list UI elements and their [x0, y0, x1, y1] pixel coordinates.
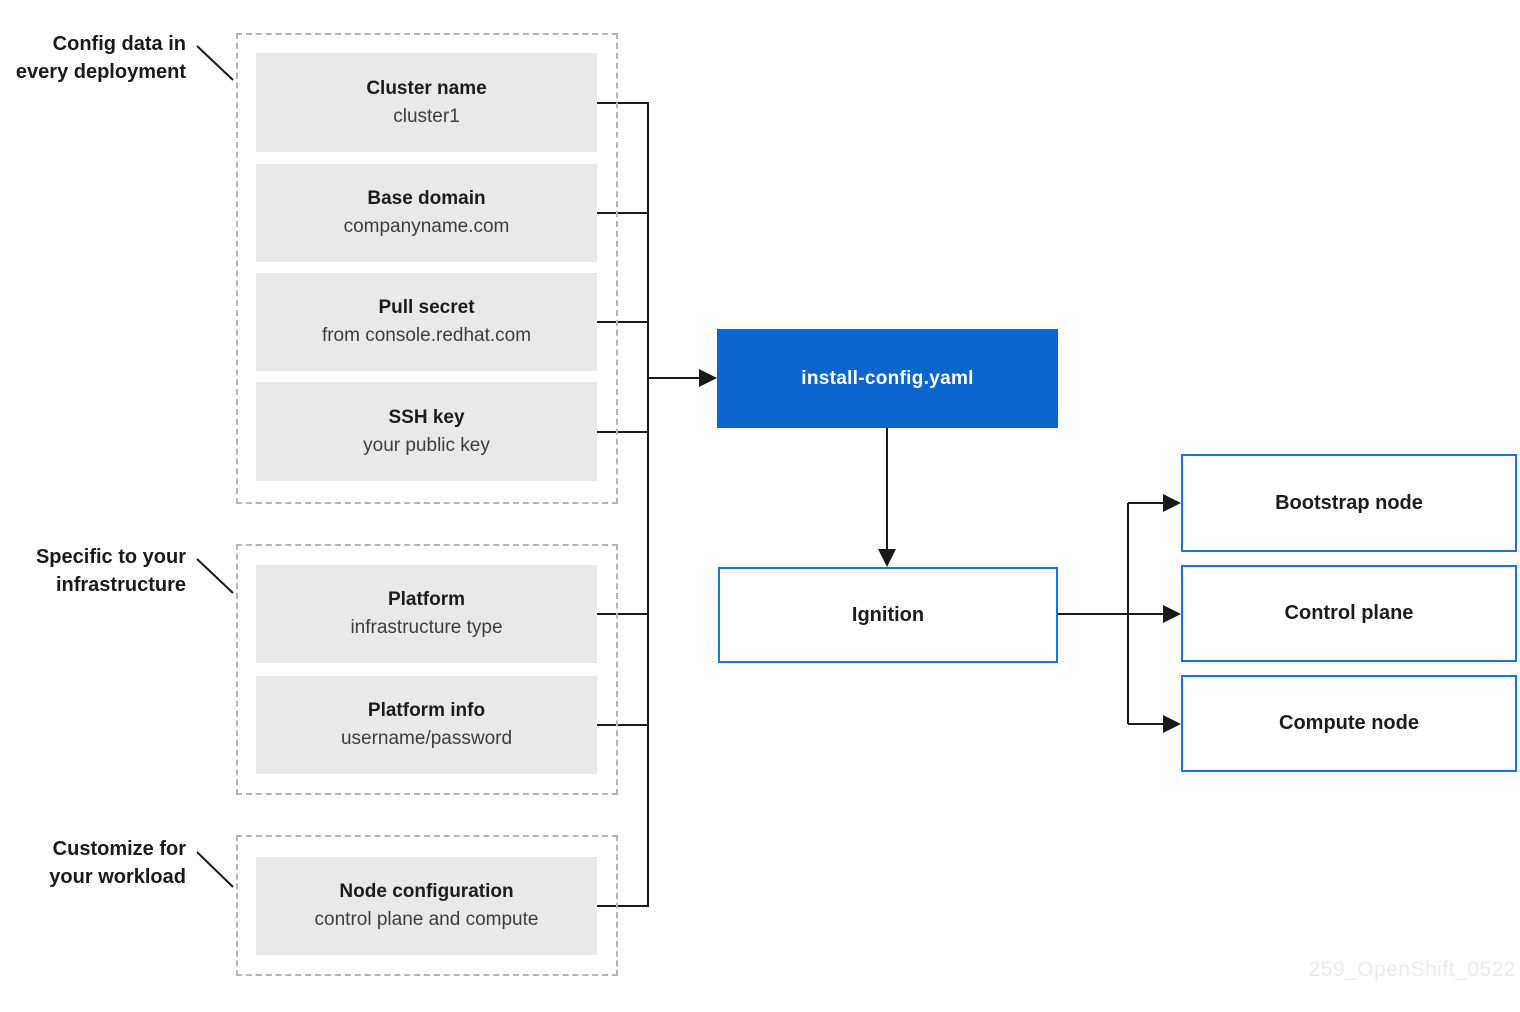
config-box-subtitle: companyname.com — [343, 216, 510, 237]
config-box-platform: Platform infrastructure type — [256, 565, 597, 663]
config-box-title: Platform info — [367, 700, 486, 721]
arrowhead-control-plane — [1163, 605, 1181, 623]
config-box-subtitle: control plane and compute — [314, 909, 539, 930]
node-bootstrap: Bootstrap node — [1181, 454, 1517, 552]
group-workload — [236, 835, 618, 976]
group-label-customize: Customize for your workload — [0, 835, 186, 891]
config-box-pull-secret: Pull secret from console.redhat.com — [256, 273, 597, 371]
group-label-line: Specific to your — [35, 546, 186, 568]
group-label-specific: Specific to your infrastructure — [0, 543, 186, 599]
config-box-title: SSH key — [388, 406, 465, 428]
group-label-config-data: Config data in every deployment — [0, 30, 186, 86]
label-pointer-line-customize — [196, 851, 234, 888]
config-box-title: Node configuration — [339, 881, 514, 902]
config-box-subtitle: cluster1 — [393, 105, 460, 127]
group-infrastructure — [236, 544, 618, 795]
watermark-text: 259_OpenShift_0522 — [1308, 958, 1516, 981]
node-compute: Compute node — [1181, 675, 1517, 772]
config-box-title: Pull secret — [378, 297, 475, 318]
config-box-subtitle: infrastructure type — [350, 617, 503, 638]
label-pointer-line-specific — [196, 558, 234, 594]
config-box-subtitle: username/password — [340, 728, 513, 749]
config-box-title: Cluster name — [366, 77, 487, 99]
arrowhead-compute — [1163, 715, 1181, 733]
group-label-line: Config data in — [52, 33, 186, 55]
node-ignition: Ignition — [718, 567, 1058, 663]
node-control-plane: Control plane — [1181, 565, 1517, 662]
config-box-base-domain: Base domain companyname.com — [256, 164, 597, 262]
config-box-title: Platform — [387, 589, 466, 610]
config-box-title: Base domain — [367, 188, 486, 209]
config-box-cluster-name: Cluster name cluster1 — [256, 53, 597, 152]
arrowhead-ignition — [878, 549, 896, 567]
config-box-ssh-key: SSH key your public key — [256, 382, 597, 481]
group-label-line: every deployment — [15, 61, 186, 83]
group-label-line: Customize for — [52, 838, 186, 860]
group-config-data — [236, 33, 618, 504]
group-label-line: your workload — [49, 866, 186, 888]
group-label-line: infrastructure — [55, 574, 186, 596]
node-install-config-yaml: install-config.yaml — [717, 329, 1058, 428]
config-box-platform-info: Platform info username/password — [256, 676, 597, 774]
arrowhead-install-config — [699, 369, 717, 387]
config-box-subtitle: from console.redhat.com — [321, 325, 532, 346]
config-box-node-configuration: Node configuration control plane and com… — [256, 857, 597, 955]
label-pointer-line-config — [196, 45, 234, 81]
config-box-subtitle: your public key — [363, 434, 490, 456]
arrowhead-bootstrap — [1163, 494, 1181, 512]
